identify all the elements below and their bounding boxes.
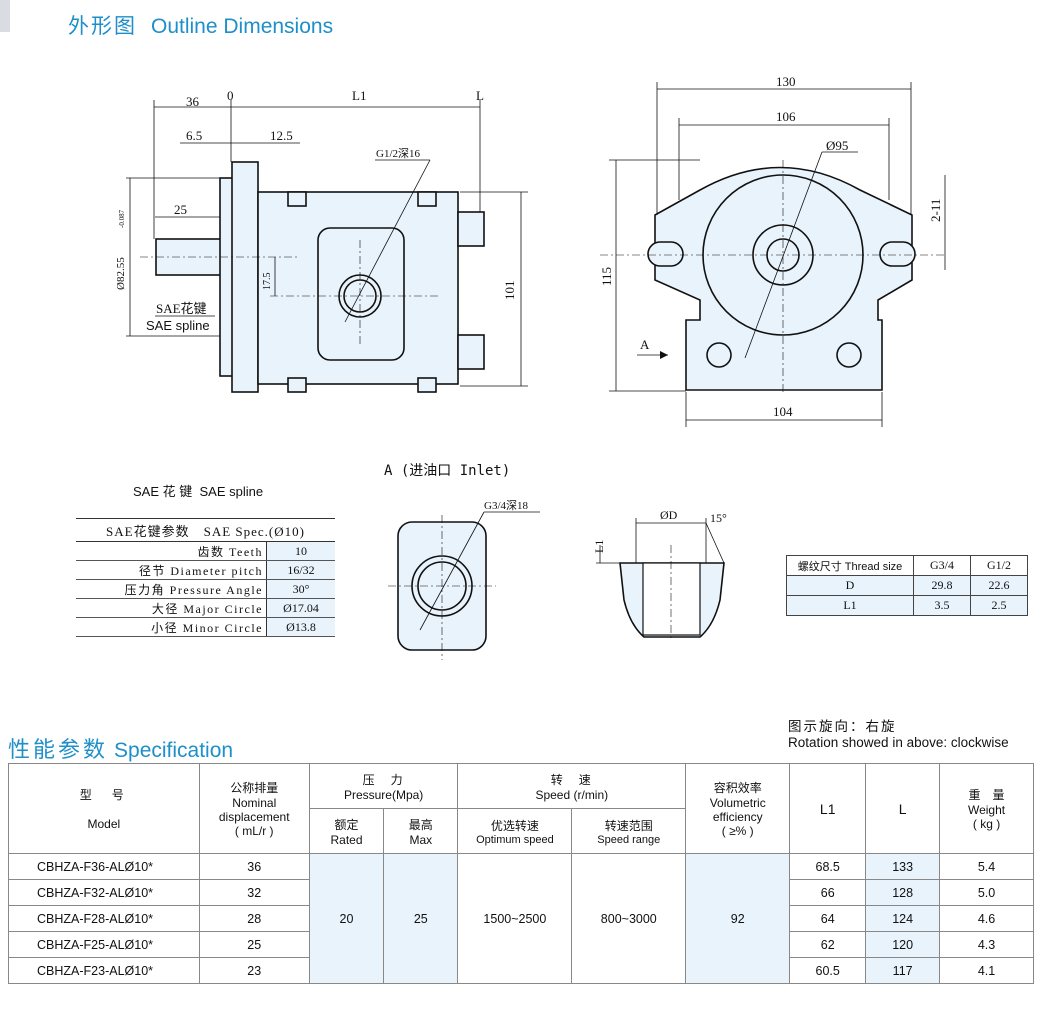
flange-plate bbox=[231, 161, 259, 393]
port-detail-drawing: ØD 15° L1 bbox=[592, 508, 727, 640]
table-header-row: 型 号 Model 公称排量 Nominal displacement ( mL… bbox=[8, 763, 1034, 854]
side-port-note: G1/2深16 bbox=[376, 147, 420, 160]
dim-104: 104 bbox=[773, 404, 793, 419]
detail-dim-l1: L1 bbox=[592, 540, 606, 553]
dim-diameter: Ø82.55 bbox=[115, 257, 127, 290]
dim-36: 36 bbox=[186, 94, 200, 109]
table-row: CBHZA-F32-ALØ10* 32 66 128 5.0 bbox=[8, 879, 1034, 906]
outline-heading-cn: 外形图 bbox=[68, 14, 137, 38]
sae-table-header: SAE花键参数 SAE Spec.(Ø10) bbox=[76, 518, 335, 542]
dim-25: 25 bbox=[174, 202, 187, 217]
dim-diameter-tol: -0.087 bbox=[118, 209, 126, 228]
thread-size-table: 螺纹尺寸 Thread size G3/4 G1/2 D 29.8 22.6 L… bbox=[786, 555, 1028, 616]
table-row: 螺纹尺寸 Thread size G3/4 G1/2 bbox=[786, 555, 1028, 576]
sae-title-cn: SAE 花 键 bbox=[133, 484, 193, 499]
header-model: 型 号 Model bbox=[8, 763, 200, 854]
sae-title: SAE 花 键 SAE spline bbox=[133, 481, 263, 500]
header-weight: 重 量 Weight ( kg ) bbox=[939, 763, 1034, 854]
port-hole-left bbox=[706, 342, 732, 368]
port-face bbox=[317, 227, 405, 361]
outline-heading: 外形图 Outline Dimensions bbox=[68, 10, 333, 40]
rotation-note: 图示旋向：右旋 Rotation showed in above: clockw… bbox=[788, 719, 1009, 751]
section-tab-marker bbox=[0, 0, 10, 32]
dim-106: 106 bbox=[776, 109, 796, 124]
spec-heading-en: Specification bbox=[114, 739, 234, 762]
dim-l1: L1 bbox=[352, 88, 366, 103]
spec-heading-cn: 性能参数 bbox=[8, 738, 109, 763]
outline-heading-en: Outline Dimensions bbox=[151, 15, 334, 38]
table-row: CBHZA-F23-ALØ10* 23 60.5 117 4.1 bbox=[8, 957, 1034, 984]
spline-label-cn: SAE花键 bbox=[156, 301, 207, 316]
dim-2-11: 2-11 bbox=[928, 199, 943, 222]
header-displacement: 公称排量 Nominal displacement ( mL/r ) bbox=[198, 763, 310, 854]
rotation-en: Rotation showed in above: clockwise bbox=[788, 735, 1009, 750]
optimum-speed: 1500~2500 bbox=[457, 853, 573, 984]
mount-slot-left bbox=[647, 241, 684, 267]
front-view-drawing: 130 106 Ø95 2-11 115 104 A bbox=[599, 74, 946, 427]
dim-6-5: 6.5 bbox=[186, 128, 202, 143]
dim-95: Ø95 bbox=[826, 138, 848, 153]
detail-dim-d: ØD bbox=[660, 508, 678, 522]
dim-130: 130 bbox=[776, 74, 796, 89]
detail-dim-angle: 15° bbox=[710, 511, 727, 525]
dim-17-5: 17.5 bbox=[262, 273, 273, 291]
technical-drawings: 36 0 L1 L 6.5 12.5 G1/2深16 25 Ø82.55 -0.… bbox=[115, 74, 946, 660]
header-l: L bbox=[865, 763, 941, 854]
port-hole-right bbox=[836, 342, 862, 368]
header-pressure: 压 力 Pressure(Mpa) bbox=[308, 763, 459, 809]
dim-l: L bbox=[476, 88, 484, 103]
table-row: L1 3.5 2.5 bbox=[786, 595, 1028, 616]
inlet-view-drawing: G3/4深18 bbox=[388, 499, 540, 660]
header-efficiency: 容积效率 Volumetric efficiency ( ≥% ) bbox=[685, 763, 791, 854]
inlet-port-note: G3/4深18 bbox=[484, 499, 528, 512]
sae-title-en: SAE spline bbox=[199, 484, 264, 499]
header-speed: 转 速 Speed (r/min) bbox=[457, 763, 687, 809]
dim-101: 101 bbox=[502, 281, 517, 301]
spline-label-en: SAE spline bbox=[146, 318, 210, 333]
bolt-head bbox=[457, 334, 485, 370]
table-row: D 29.8 22.6 bbox=[786, 575, 1028, 596]
view-a-label: A bbox=[640, 337, 650, 352]
rated-pressure: 20 bbox=[308, 853, 385, 984]
rotation-cn: 图示旋向：右旋 bbox=[788, 719, 897, 734]
speed-range: 800~3000 bbox=[571, 853, 687, 984]
specification-table: 型 号 Model 公称排量 Nominal displacement ( mL… bbox=[8, 763, 1034, 984]
pump-front-outline bbox=[654, 166, 913, 391]
dim-115: 115 bbox=[599, 267, 614, 286]
side-view-drawing: 36 0 L1 L 6.5 12.5 G1/2深16 25 Ø82.55 -0.… bbox=[115, 88, 528, 393]
inlet-title: A (进油口 Inlet) bbox=[384, 463, 510, 479]
dim-0: 0 bbox=[227, 88, 234, 103]
header-l1: L1 bbox=[789, 763, 867, 854]
table-row: CBHZA-F36-ALØ10* 36 20 25 1500~2500 800~… bbox=[8, 853, 1034, 984]
dim-12-5: 12.5 bbox=[270, 128, 293, 143]
table-row: CBHZA-F28-ALØ10* 28 64 124 4.6 bbox=[8, 905, 1034, 932]
efficiency: 92 bbox=[685, 853, 791, 984]
max-pressure: 25 bbox=[383, 853, 459, 984]
bolt-head bbox=[457, 211, 485, 247]
mount-slot-right bbox=[879, 241, 916, 267]
